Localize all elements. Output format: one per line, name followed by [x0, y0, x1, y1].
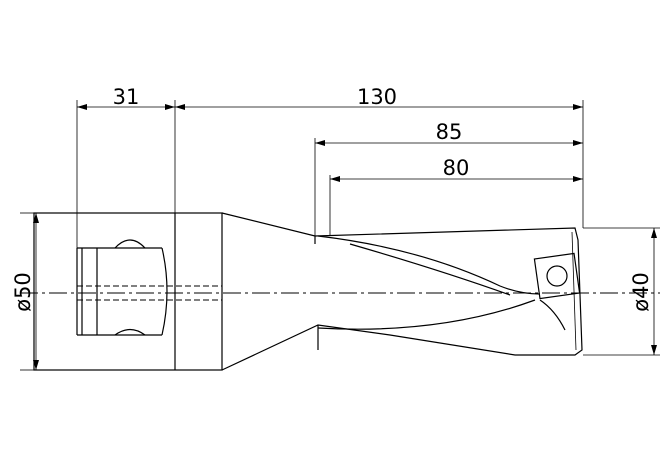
dim-130-arrow-right: [573, 104, 583, 110]
insert-outline: [533, 252, 581, 300]
dim-80-arrow-left: [330, 176, 340, 182]
dim-31-label: 31: [113, 85, 140, 109]
dim-80-arrow-right: [573, 176, 583, 182]
flute-edge-upper-2: [349, 243, 511, 296]
flat-notch-top: [114, 239, 146, 249]
dim-80-label: 80: [443, 156, 470, 180]
drill-body: [221, 212, 583, 371]
flat-right-curve: [161, 247, 168, 336]
dim-130-label: 130: [357, 85, 397, 109]
dim-d50-arrow-bottom: [33, 360, 39, 370]
dim-130: 130: [175, 85, 583, 110]
insert-screw-hole: [546, 265, 568, 287]
dim-80: 80: [330, 156, 583, 182]
dim-d50: ø50: [11, 213, 39, 370]
dim-31-arrow-right: [165, 104, 175, 110]
dim-d40: ø40: [629, 228, 657, 355]
dim-31: 31: [77, 85, 175, 110]
dim-d40-label: ø40: [629, 272, 653, 312]
dim-31-arrow-left: [77, 104, 87, 110]
flute-edge-lower: [317, 299, 536, 330]
flat-notch-bottom: [114, 328, 146, 336]
dim-85-label: 85: [436, 120, 463, 144]
dim-d40-arrow-bottom: [651, 345, 657, 355]
dim-85-arrow-left: [315, 140, 325, 146]
dim-85-arrow-right: [573, 140, 583, 146]
body-outline: [221, 212, 583, 371]
extension-lines: [20, 100, 660, 371]
tip-edge: [571, 231, 577, 351]
dim-d50-arrow-top: [33, 213, 39, 223]
flute-lip: [539, 299, 566, 331]
shank-outline: [33, 212, 223, 371]
dim-85: 85: [315, 120, 583, 146]
dim-d40-arrow-top: [651, 228, 657, 238]
dim-d50-label: ø50: [11, 272, 35, 312]
shank: [33, 212, 223, 371]
dim-130-arrow-left: [175, 104, 185, 110]
